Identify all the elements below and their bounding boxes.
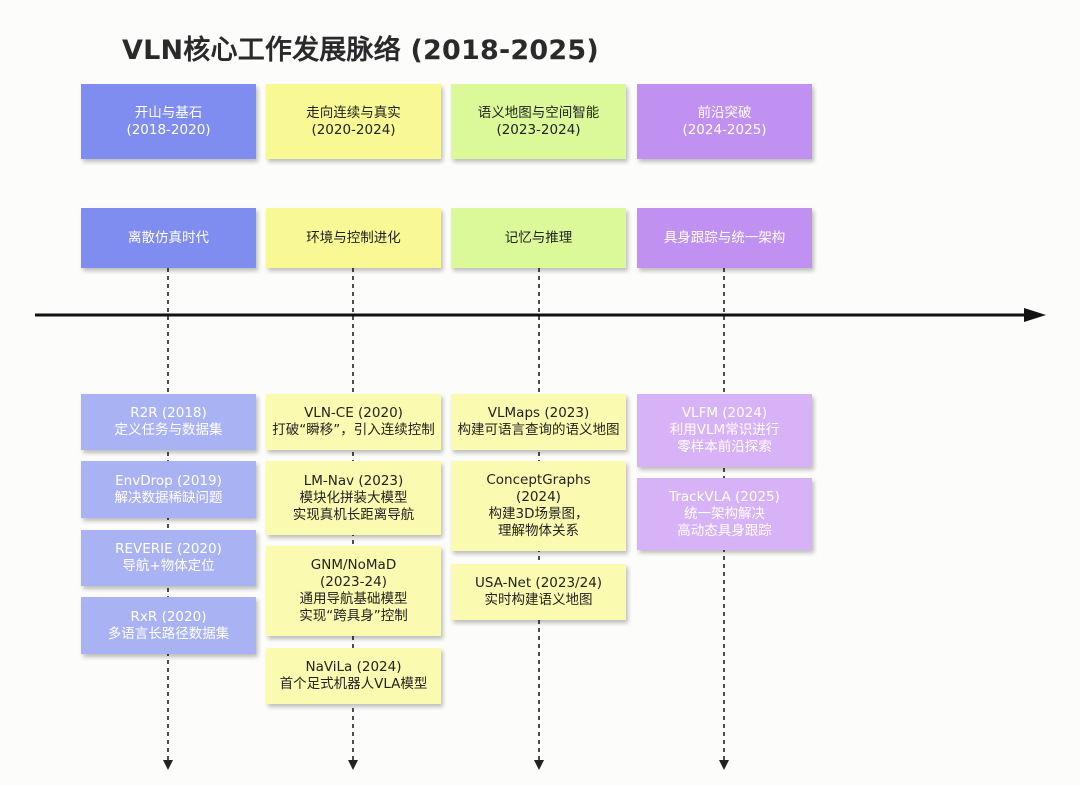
theme-box: 记忆与推理 [451,208,626,268]
work-line: 模块化拼装大模型 [299,489,408,506]
era-name: 前沿突破 [697,104,752,121]
theme-label: 具身跟踪与统一架构 [663,229,786,246]
era-name: 语义地图与空间智能 [477,104,600,121]
work-line: 理解物体关系 [498,523,579,539]
theme-label: 环境与控制进化 [306,229,401,246]
work-card: GNM/NoMaD (2023-24) 通用导航基础模型 实现“跨具身”控制 [266,546,441,636]
work-card: VLMaps (2023) 构建可语言查询的语义地图 [451,394,626,450]
work-card: LM-Nav (2023) 模块化拼装大模型 实现真机长距离导航 [266,461,441,535]
timeline-arrowhead [1024,308,1046,322]
connector-arrowhead [163,760,173,770]
theme-box: 离散仿真时代 [81,208,256,268]
era-box: 前沿突破 (2024-2025) [637,84,812,159]
work-line: 统一架构解决 [684,505,765,522]
work-line: 打破“瞬移”，引入连续控制 [272,422,435,438]
work-card: R2R (2018) 定义任务与数据集 [81,394,256,450]
work-line: (2024) [516,489,561,505]
work-line: 导航+物体定位 [122,558,215,574]
theme-label: 离散仿真时代 [128,229,209,246]
work-line: R2R (2018) [130,405,207,421]
work-line: 首个足式机器人VLA模型 [279,676,428,692]
work-line: LM-Nav (2023) [303,472,404,489]
connector-arrowhead [534,760,544,770]
theme-box: 具身跟踪与统一架构 [637,208,812,268]
work-line: 构建可语言查询的语义地图 [457,422,620,438]
work-line: VLFM (2024) [681,405,768,421]
work-card: RxR (2020) 多语言长路径数据集 [81,597,256,654]
theme-box: 环境与控制进化 [266,208,441,268]
work-card: VLN-CE (2020) 打破“瞬移”，引入连续控制 [266,394,441,450]
work-line: RxR (2020) [130,608,207,625]
work-card: USA-Net (2023/24) 实时构建语义地图 [451,564,626,620]
work-line: EnvDrop (2019) [115,472,222,489]
connector-arrowhead [719,760,729,770]
work-card: REVERIE (2020) 导航+物体定位 [81,530,256,586]
work-card: ConceptGraphs (2024) 构建3D场景图， 理解物体关系 [451,461,626,551]
work-line: 零样本前沿探索 [677,439,772,455]
work-line: 构建3D场景图， [488,506,589,522]
work-line: 实现“跨具身”控制 [299,608,408,624]
era-years: (2023-2024) [496,121,581,138]
era-box: 开山与基石 (2018-2020) [81,84,256,159]
era-years: (2018-2020) [126,121,211,138]
work-line: (2023-24) [320,574,387,590]
era-years: (2024-2025) [682,121,767,138]
work-line: 定义任务与数据集 [114,422,223,438]
work-line: ConceptGraphs [486,472,591,488]
work-line: 利用VLM常识进行 [669,422,780,438]
theme-label: 记忆与推理 [504,229,573,246]
work-line: 多语言长路径数据集 [107,625,230,642]
work-line: USA-Net (2023/24) [474,575,603,591]
work-line: 解决数据稀缺问题 [114,489,223,506]
era-years: (2020-2024) [311,121,396,138]
work-card: NaViLa (2024) 首个足式机器人VLA模型 [266,648,441,704]
era-name: 走向连续与真实 [306,104,401,121]
work-line: 高动态具身跟踪 [677,522,772,539]
work-line: VLN-CE (2020) [304,405,403,421]
work-line: 实现真机长距离导航 [292,506,415,523]
connector-arrowhead [348,760,358,770]
work-card: TrackVLA (2025) 统一架构解决 高动态具身跟踪 [637,478,812,550]
era-box: 走向连续与真实 (2020-2024) [266,84,441,159]
work-card: EnvDrop (2019) 解决数据稀缺问题 [81,461,256,518]
work-line: 通用导航基础模型 [299,591,408,607]
work-line: VLMaps (2023) [487,405,590,421]
work-line: REVERIE (2020) [115,541,222,557]
era-box: 语义地图与空间智能 (2023-2024) [451,84,626,159]
page-title: VLN核心工作发展脉络 (2018-2025) [122,35,599,66]
work-line: TrackVLA (2025) [669,488,780,505]
work-line: GNM/NoMaD [310,557,397,573]
work-card: VLFM (2024) 利用VLM常识进行 零样本前沿探索 [637,394,812,467]
work-line: NaViLa (2024) [305,659,402,675]
era-name: 开山与基石 [134,104,203,121]
work-line: 实时构建语义地图 [484,592,593,608]
